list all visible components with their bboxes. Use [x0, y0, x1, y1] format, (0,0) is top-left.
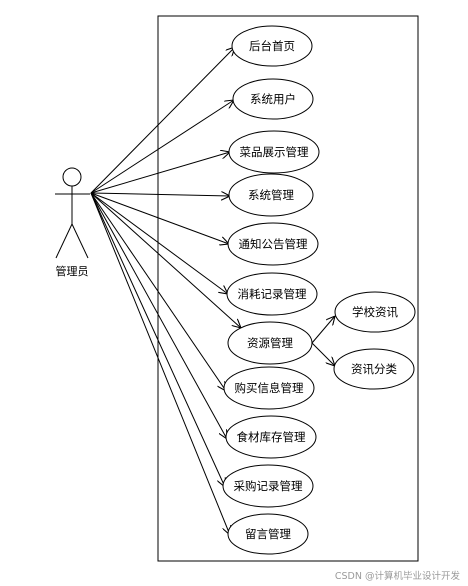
association-line [90, 47, 235, 194]
use-case-ellipse[interactable] [227, 321, 313, 365]
association-line [90, 192, 228, 294]
use-case-school-news[interactable]: 学校资讯 [334, 291, 416, 333]
association-line [90, 192, 226, 391]
use-case-users[interactable]: 系统用户 [232, 78, 314, 120]
association-line [90, 192, 230, 535]
system-boundary [157, 15, 419, 562]
use-case-dishes[interactable]: 菜品展示管理 [228, 130, 320, 174]
use-case-stock[interactable]: 食材库存管理 [225, 415, 317, 459]
use-case-ellipse[interactable] [232, 78, 314, 120]
use-case-label: 菜品展示管理 [240, 145, 309, 159]
use-case-label: 系统管理 [248, 188, 294, 202]
association-line [90, 193, 230, 196]
include-lines [311, 316, 335, 366]
association-line [90, 152, 230, 194]
use-case-label: 后台首页 [249, 39, 295, 53]
use-case-resource[interactable]: 资源管理 [227, 321, 313, 365]
use-case-label: 留言管理 [245, 527, 291, 541]
use-case-ellipse[interactable] [226, 272, 318, 316]
use-case-ellipse[interactable] [227, 513, 309, 555]
use-case-ellipse[interactable] [228, 173, 314, 217]
use-case-message[interactable]: 留言管理 [227, 513, 309, 555]
use-case-ellipse[interactable] [223, 366, 315, 410]
use-case-label: 消耗记录管理 [238, 287, 307, 301]
use-case-ellipse[interactable] [333, 348, 415, 390]
association-line [90, 192, 227, 439]
actor-left-leg [55, 223, 73, 259]
use-case-label: 资源管理 [247, 336, 293, 350]
use-case-label: 系统用户 [250, 92, 296, 106]
association-lines [90, 47, 241, 535]
actor-right-leg [71, 223, 89, 259]
use-case-label: 食材库存管理 [237, 430, 306, 444]
use-case-label: 学校资讯 [352, 305, 398, 319]
use-case-ellipse[interactable] [225, 415, 317, 459]
actor-label: 管理员 [56, 264, 89, 278]
use-case-procure[interactable]: 采购记录管理 [222, 464, 314, 508]
use-case-label: 通知公告管理 [239, 237, 308, 251]
use-case-label: 资讯分类 [351, 362, 397, 376]
use-case-ellipse[interactable] [222, 464, 314, 508]
include-line [311, 342, 335, 366]
use-case-label: 采购记录管理 [234, 479, 303, 493]
use-case-ellipse[interactable] [227, 222, 319, 266]
include-line [311, 316, 335, 344]
use-case-news-category[interactable]: 资讯分类 [333, 348, 415, 390]
use-case-notice[interactable]: 通知公告管理 [227, 222, 319, 266]
use-case-consume[interactable]: 消耗记录管理 [226, 272, 318, 316]
watermark: CSDN @计算机毕业设计开发 [334, 571, 460, 582]
actor-figure [55, 167, 90, 259]
use-case-system[interactable]: 系统管理 [228, 173, 314, 217]
actor-head [62, 167, 82, 187]
use-case-home[interactable]: 后台首页 [231, 25, 313, 67]
association-line [90, 192, 241, 328]
use-case-ellipse[interactable] [228, 130, 320, 174]
association-line [90, 100, 234, 194]
use-case-purchase[interactable]: 购买信息管理 [223, 366, 315, 410]
use-case-ellipse[interactable] [231, 25, 313, 67]
association-line [90, 192, 229, 244]
association-line [90, 192, 225, 487]
use-case-label: 购买信息管理 [235, 381, 304, 395]
use-case-ellipse[interactable] [334, 291, 416, 333]
